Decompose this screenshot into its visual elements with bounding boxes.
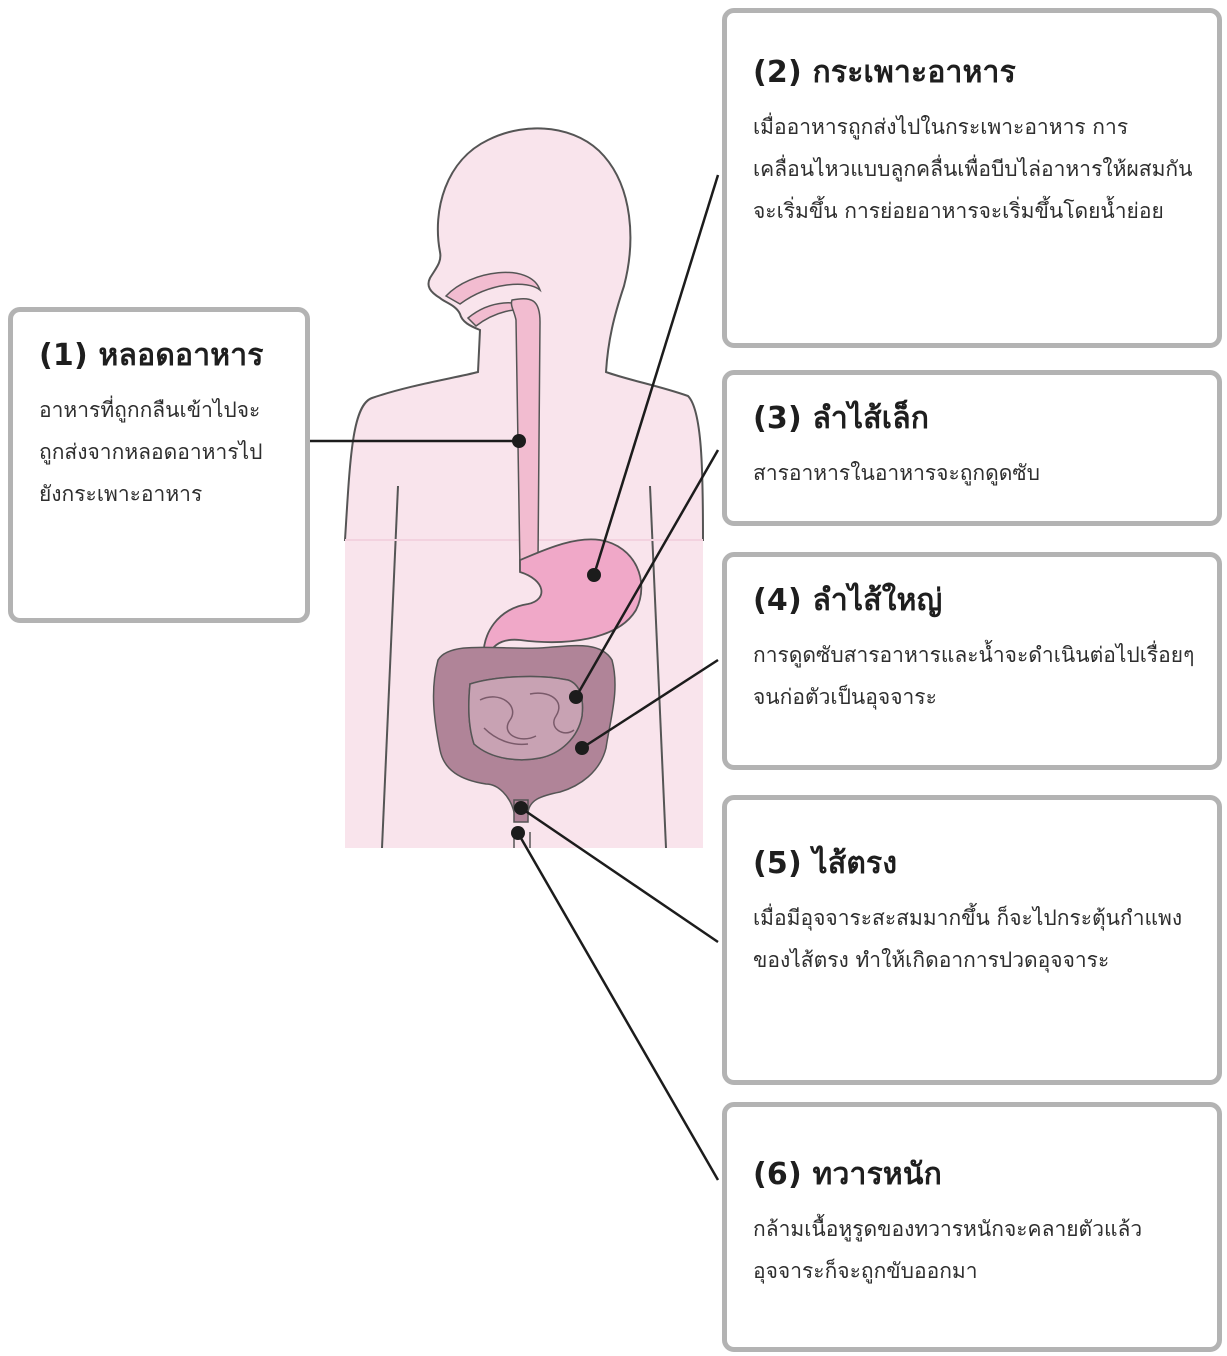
card-title: (5) ไส้ตรง (753, 840, 1195, 887)
dot-large-intestine (575, 741, 589, 755)
dot-small-intestine (569, 690, 583, 704)
card-text: กล้ามเนื้อหูรูดของทวารหนักจะคลายตัวแล้วอ… (753, 1208, 1195, 1292)
dot-anus (511, 826, 525, 840)
card-text: การดูดซับสารอาหารและน้ำจะดำเนินต่อไปเรื่… (753, 634, 1195, 718)
card-title: (2) กระเพาะอาหาร (753, 49, 1195, 96)
card-text: เมื่ออาหารถูกส่งไปในกระเพาะอาหาร การเคลื… (753, 106, 1195, 232)
label-card-stomach: (2) กระเพาะอาหาร เมื่ออาหารถูกส่งไปในกระ… (722, 8, 1222, 348)
label-card-small-intestine: (3) ลำไส้เล็ก สารอาหารในอาหารจะถูกดูดซับ (722, 370, 1222, 526)
dot-rectum (514, 801, 528, 815)
card-title: (3) ลำไส้เล็ก (753, 395, 1195, 442)
card-title: (4) ลำไส้ใหญ่ (753, 577, 1195, 624)
card-title: (6) ทวารหนัก (753, 1151, 1195, 1198)
label-card-large-intestine: (4) ลำไส้ใหญ่ การดูดซับสารอาหารและน้ำจะด… (722, 552, 1222, 770)
dot-esophagus (512, 434, 526, 448)
card-text: สารอาหารในอาหารจะถูกดูดซับ (753, 452, 1195, 494)
card-text: เมื่อมีอุจจาระสะสมมากขึ้น ก็จะไปกระตุ้นก… (753, 897, 1195, 981)
dot-stomach (587, 568, 601, 582)
card-text: อาหารที่ถูกกลืนเข้าไปจะถูกส่งจากหลอดอาหา… (39, 389, 283, 515)
label-card-anus: (6) ทวารหนัก กล้ามเนื้อหูรูดของทวารหนักจ… (722, 1102, 1222, 1352)
label-card-esophagus: (1) หลอดอาหาร อาหารที่ถูกกลืนเข้าไปจะถูก… (8, 307, 310, 623)
label-card-rectum: (5) ไส้ตรง เมื่อมีอุจจาระสะสมมากขึ้น ก็จ… (722, 795, 1222, 1085)
leader-line-anus (518, 833, 718, 1180)
card-title: (1) หลอดอาหาร (39, 332, 283, 379)
